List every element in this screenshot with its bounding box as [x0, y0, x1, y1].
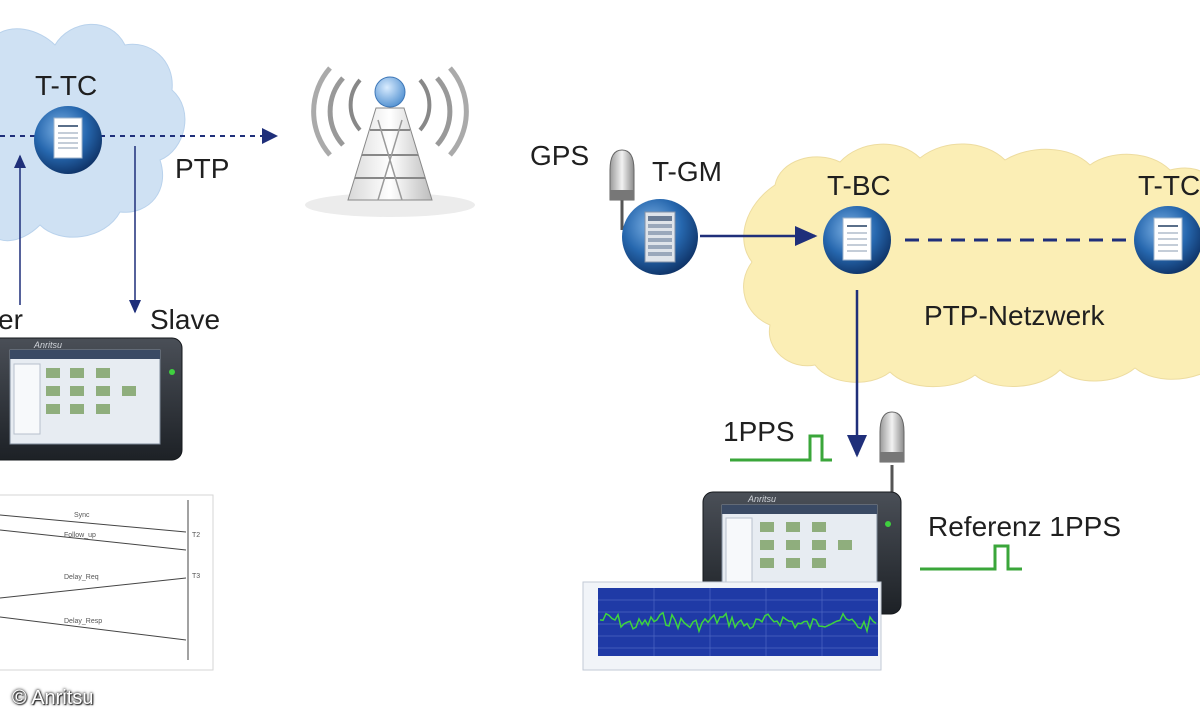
radio-tower-icon [305, 66, 475, 217]
right-cloud [743, 143, 1200, 388]
ptp-network-label: PTP-Netzwerk [924, 300, 1105, 331]
tbc-node [823, 206, 891, 274]
copyright-label: © Anritsu [12, 687, 94, 709]
gps-antenna-icon [609, 149, 635, 230]
tgm-label: T-GM [652, 156, 722, 187]
right-device-brand-logo: Anritsu [748, 494, 777, 504]
timing-msg-follow-up: Follow_up [64, 532, 96, 539]
reference-pps-label: Referenz 1PPS [928, 511, 1121, 542]
left-ttc-node [34, 106, 102, 174]
timing-msg-sync: Sync [74, 512, 90, 519]
pps-label: 1PPS [723, 416, 795, 447]
master-label: er [0, 304, 23, 335]
tbc-label: T-BC [827, 170, 891, 201]
timing-sequence-diagram [0, 494, 214, 671]
slave-label: Slave [150, 304, 221, 335]
left-ttc-label: T-TC [35, 70, 98, 101]
timing-msg-delay-resp: Delay_Resp [64, 618, 103, 625]
timing-marker-t3: T3 [192, 573, 201, 580]
pps-pulse-icon [730, 434, 832, 462]
tgm-node [622, 199, 698, 275]
right-ttc-label: T-TC [1138, 170, 1200, 201]
time-error-plot [582, 581, 882, 671]
right-ttc-node [1134, 206, 1200, 274]
timing-marker-t2: T2 [192, 532, 201, 539]
analyzer-gps-antenna-icon [879, 411, 905, 500]
left-analyzer-device [0, 337, 183, 461]
gps-label: GPS [530, 140, 590, 171]
timing-msg-delay-req: Delay_Req [64, 574, 99, 581]
reference-pps-pulse-icon [920, 544, 1022, 571]
ptp-arrow-head-icon [262, 128, 278, 144]
ptp-label: PTP [175, 153, 230, 184]
left-device-brand-logo: Anritsu [34, 340, 63, 350]
